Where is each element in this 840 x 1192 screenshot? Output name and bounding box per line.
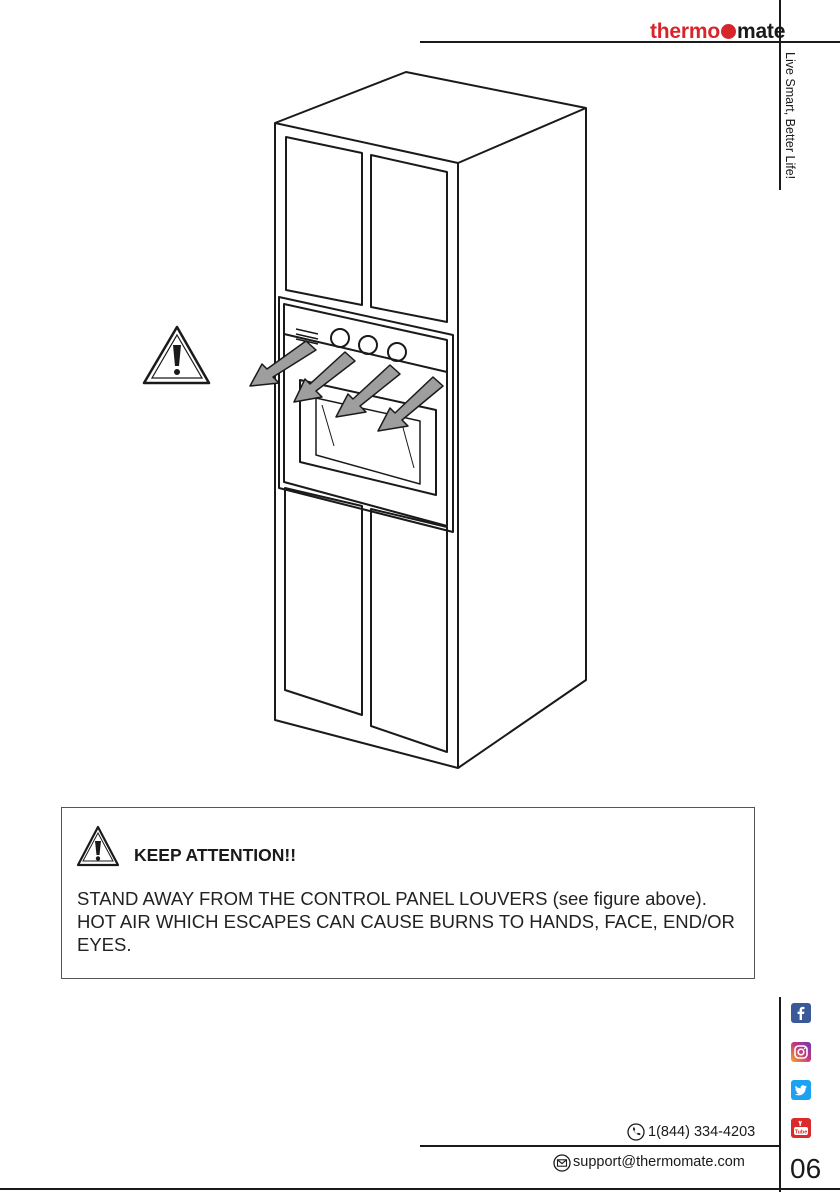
twitter-icon[interactable] — [791, 1080, 811, 1100]
instagram-icon[interactable] — [791, 1042, 811, 1062]
email-address[interactable]: support@thermomate.com — [573, 1154, 745, 1170]
phone-number[interactable]: 1(844) 334-4203 — [648, 1124, 755, 1140]
footer-side-rule — [779, 997, 781, 1192]
warning-icon — [144, 327, 209, 383]
page-number: 06 — [790, 1153, 821, 1185]
footer-rule-upper — [420, 1145, 780, 1147]
phone-icon — [627, 1123, 645, 1141]
notice-body: STAND AWAY FROM THE CONTROL PANEL LOUVER… — [77, 887, 737, 956]
youtube-icon[interactable]: Tube — [791, 1118, 811, 1138]
mail-icon — [553, 1154, 571, 1172]
footer-rule-bottom — [0, 1188, 840, 1190]
facebook-icon[interactable] — [791, 1003, 811, 1023]
svg-text:Tube: Tube — [795, 1130, 808, 1136]
oven-cabinet-illustration — [0, 0, 840, 800]
notice-title: KEEP ATTENTION!! — [134, 845, 296, 866]
warning-icon — [75, 824, 121, 870]
